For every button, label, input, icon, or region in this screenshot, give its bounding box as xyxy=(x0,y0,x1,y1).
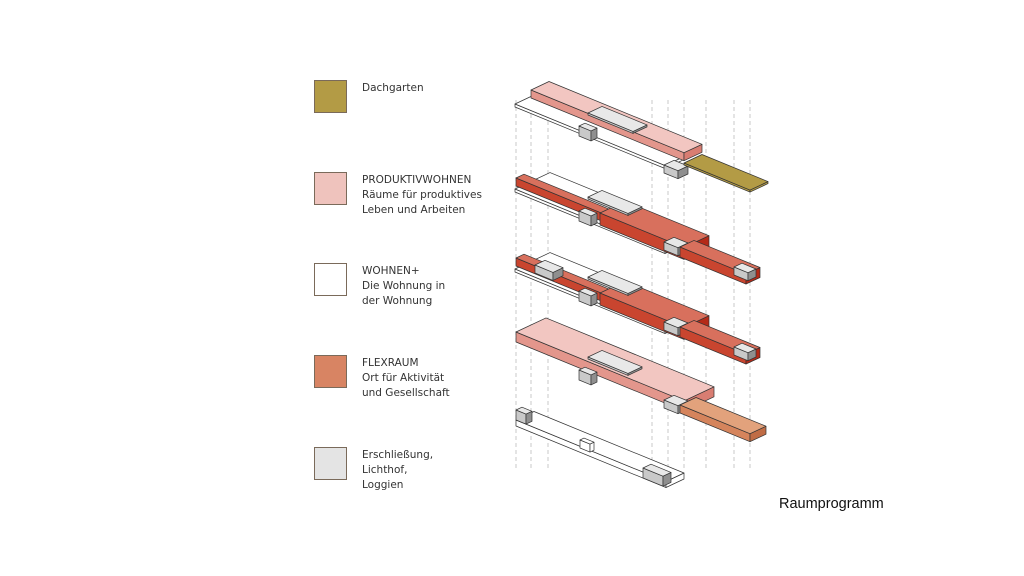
swatch-flexraum xyxy=(314,355,347,388)
legend-label: Erschließung, xyxy=(362,449,434,461)
loggia-top xyxy=(587,350,643,374)
loggia-top xyxy=(587,270,643,294)
flex-wing-top xyxy=(679,397,767,435)
legend-label: PRODUKTIVWOHNEN xyxy=(362,174,472,186)
legend-desc: Räume für produktives xyxy=(362,189,482,201)
loggia-end-top xyxy=(733,342,757,354)
swatch-wohnen-plus xyxy=(314,263,347,296)
loggia-top xyxy=(587,106,648,132)
legend-label: WOHNEN+ xyxy=(362,265,420,277)
core-top xyxy=(578,366,598,376)
core-top xyxy=(578,122,598,132)
entrance-top xyxy=(579,437,595,445)
core-top xyxy=(578,207,598,217)
core-top xyxy=(578,287,598,297)
produktiv-bar-front xyxy=(530,89,685,162)
swatch-produktivwohnen xyxy=(314,172,347,205)
swatch-erschliessung xyxy=(314,447,347,480)
diagram-title: Raumprogramm xyxy=(779,496,884,512)
legend-label: Dachgarten xyxy=(362,82,424,94)
core-top xyxy=(642,463,672,477)
legend-desc: Die Wohnung in xyxy=(362,280,446,292)
loggia-top xyxy=(587,190,643,214)
legend-desc: Lichthof, xyxy=(362,464,408,476)
legend-desc: Loggien xyxy=(362,479,404,491)
dachgarten-top xyxy=(683,154,769,191)
swatch-dachgarten xyxy=(314,80,347,113)
legend-desc: Ort für Aktivität xyxy=(362,372,445,384)
legend-desc: Leben und Arbeiten xyxy=(362,204,466,216)
loggia-left-top xyxy=(534,259,564,273)
legend-desc: und Gesellschaft xyxy=(362,387,450,399)
core-left-top xyxy=(515,406,533,415)
legend-label: FLEXRAUM xyxy=(362,357,419,369)
loggia-end-top xyxy=(733,262,757,274)
legend-desc: der Wohnung xyxy=(362,295,433,307)
